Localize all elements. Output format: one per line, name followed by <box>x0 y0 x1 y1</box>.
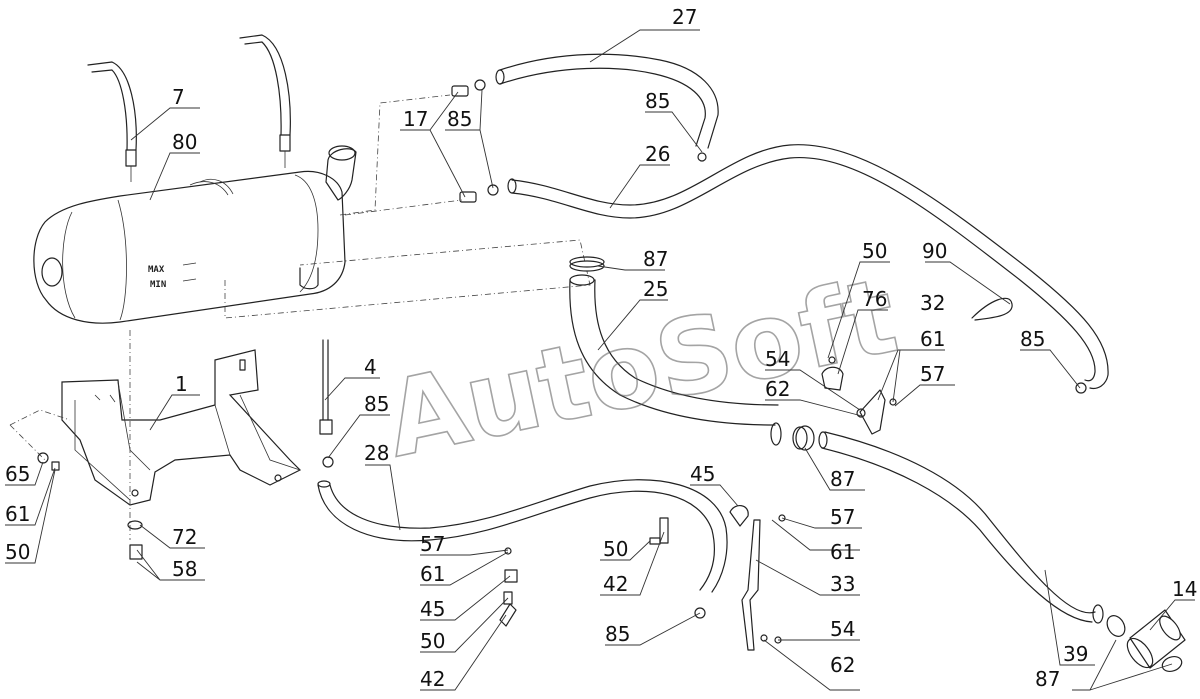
callout-61: 61 <box>420 562 445 586</box>
callout-85: 85 <box>364 392 389 416</box>
callout-26: 26 <box>645 142 670 166</box>
sleeve-14 <box>1106 609 1186 673</box>
callout-61: 61 <box>830 540 855 564</box>
callout-45: 45 <box>420 597 445 621</box>
callout-61: 61 <box>5 502 30 526</box>
callout-85: 85 <box>645 89 670 113</box>
callout-57: 57 <box>420 532 445 556</box>
tank-straps <box>87 34 291 182</box>
hose-27 <box>495 53 719 149</box>
callout-76: 76 <box>862 287 887 311</box>
tank-max-mark: MAX <box>148 265 165 275</box>
tank-bracket <box>61 349 302 506</box>
callout-87: 87 <box>643 247 668 271</box>
callout-54: 54 <box>765 347 790 371</box>
callout-87: 87 <box>1035 667 1060 691</box>
callout-14: 14 <box>1172 577 1197 601</box>
hose-26 <box>507 144 1109 390</box>
pipe-39 <box>792 425 1104 624</box>
callout-85: 85 <box>447 107 472 131</box>
callout-61: 61 <box>920 327 945 351</box>
callout-1: 1 <box>175 372 188 396</box>
callout-25: 25 <box>643 277 668 301</box>
callout-54: 54 <box>830 617 855 641</box>
hose-28 <box>317 479 728 593</box>
callout-58: 58 <box>172 557 197 581</box>
callout-85: 85 <box>1020 327 1045 351</box>
callout-80: 80 <box>172 130 197 154</box>
callout-28: 28 <box>364 441 389 465</box>
callout-50: 50 <box>603 537 628 561</box>
callout-42: 42 <box>603 572 628 596</box>
callout-50: 50 <box>5 540 30 564</box>
callout-4: 4 <box>364 355 377 379</box>
hose-25 <box>569 256 782 446</box>
callout-42: 42 <box>420 667 445 691</box>
expansion-tank: MAX MIN <box>33 145 357 324</box>
callout-50: 50 <box>862 239 887 263</box>
callout-62: 62 <box>765 377 790 401</box>
callout-32: 32 <box>920 291 945 315</box>
callout-65: 65 <box>5 462 30 486</box>
callout-labels: 27 85 17 85 7 80 26 87 50 90 25 76 32 85… <box>5 5 1197 691</box>
tank-min-mark: MIN <box>150 280 166 290</box>
callout-72: 72 <box>172 525 197 549</box>
callout-57: 57 <box>920 362 945 386</box>
callout-90: 90 <box>922 239 947 263</box>
callout-33: 33 <box>830 572 855 596</box>
callout-45: 45 <box>690 462 715 486</box>
leader-lines <box>5 29 1195 691</box>
callout-17: 17 <box>403 107 428 131</box>
callout-62: 62 <box>830 653 855 677</box>
watermark: AutoSoft <box>375 254 906 481</box>
callout-50: 50 <box>420 629 445 653</box>
callout-57: 57 <box>830 505 855 529</box>
callout-7: 7 <box>172 85 185 109</box>
callout-27: 27 <box>672 5 697 29</box>
callout-39: 39 <box>1063 642 1088 666</box>
callout-87: 87 <box>830 467 855 491</box>
callout-85: 85 <box>605 622 630 646</box>
